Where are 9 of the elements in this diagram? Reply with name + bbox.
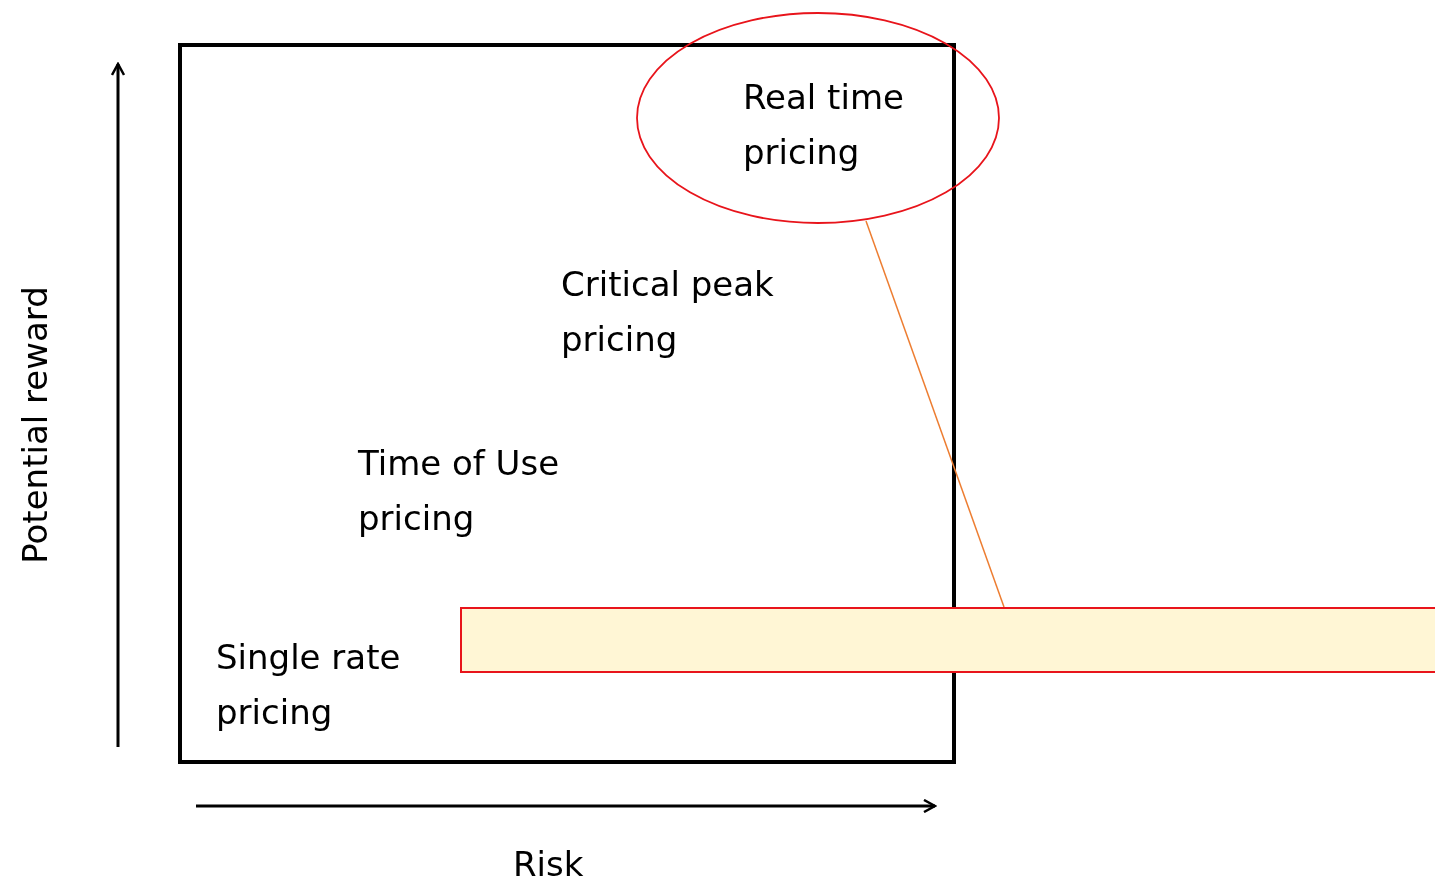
- axis-label: Risk: [513, 843, 584, 886]
- callout-box: [460, 607, 1435, 673]
- highlight-ellipse: [636, 12, 1000, 224]
- axis-label: Potential reward: [15, 286, 55, 564]
- category-label: Time of Use pricing: [358, 442, 561, 540]
- node-text: Real time pricing: [743, 76, 905, 174]
- category-label: Critical peak pricing: [561, 263, 775, 361]
- leader-line: [865, 220, 1005, 608]
- category-label: Single rate pricing: [216, 636, 402, 734]
